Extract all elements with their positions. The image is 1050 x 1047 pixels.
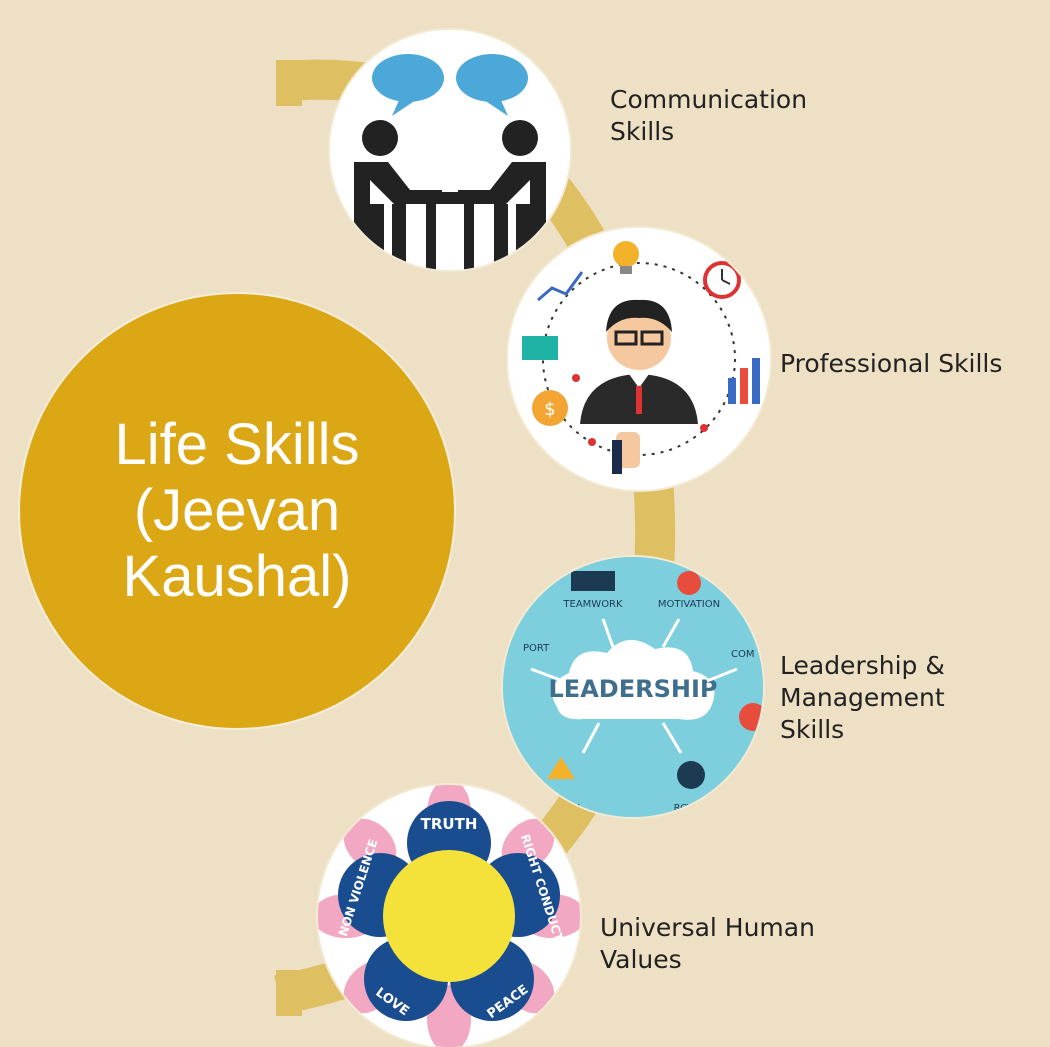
values-node: TRUTH RIGHT CONDUCT PEACE LOVE NON VIOLE… bbox=[318, 785, 580, 1047]
life-skills-circle: Life Skills (Jeevan Kaushal) bbox=[18, 292, 456, 730]
communication-label: Communication Skills bbox=[610, 85, 808, 146]
leadership-cloud-text: LEADERSHIP bbox=[549, 675, 718, 703]
svg-text:$: $ bbox=[544, 399, 555, 420]
values-label: Universal Human Values bbox=[600, 913, 815, 974]
professional-label: Professional Skills bbox=[780, 349, 1003, 378]
leadership-label: Leadership & Management Skills bbox=[780, 651, 945, 744]
life-skills-title: Life Skills (Jeevan Kaushal) bbox=[114, 412, 360, 609]
leadership-icon: LEADERSHIP TEAMWORK MOTIVATION PORT COM … bbox=[503, 557, 763, 817]
values-flower-icon: TRUTH RIGHT CONDUCT PEACE LOVE NON VIOLE… bbox=[318, 785, 580, 1047]
svg-text:PORT: PORT bbox=[523, 643, 550, 654]
svg-text:COM: COM bbox=[731, 649, 754, 660]
professional-icon: $ bbox=[508, 228, 770, 490]
communication-node bbox=[330, 30, 570, 270]
svg-text:MOTIVATION: MOTIVATION bbox=[658, 599, 720, 610]
professional-node: $ bbox=[508, 228, 770, 490]
leadership-node: LEADERSHIP TEAMWORK MOTIVATION PORT COM … bbox=[503, 557, 763, 817]
communication-icon bbox=[330, 30, 570, 270]
svg-text:TRUTH: TRUTH bbox=[421, 815, 478, 833]
svg-text:TEAMWORK: TEAMWORK bbox=[562, 599, 623, 610]
